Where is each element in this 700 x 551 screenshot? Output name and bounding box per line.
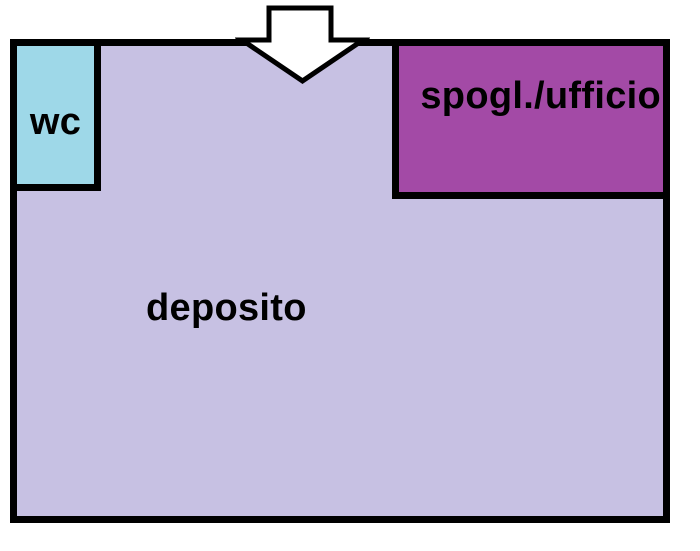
entrance-arrow-icon (235, 5, 370, 85)
room-label-spogl-ufficio: spogl./ufficio (420, 75, 661, 117)
room-spogl-ufficio: spogl./ufficio (392, 39, 670, 199)
room-label-wc: wc (29, 101, 82, 143)
room-wc: wc (10, 39, 101, 191)
entrance-arrow-shape (235, 5, 370, 85)
room-label-deposito: deposito (146, 287, 307, 329)
